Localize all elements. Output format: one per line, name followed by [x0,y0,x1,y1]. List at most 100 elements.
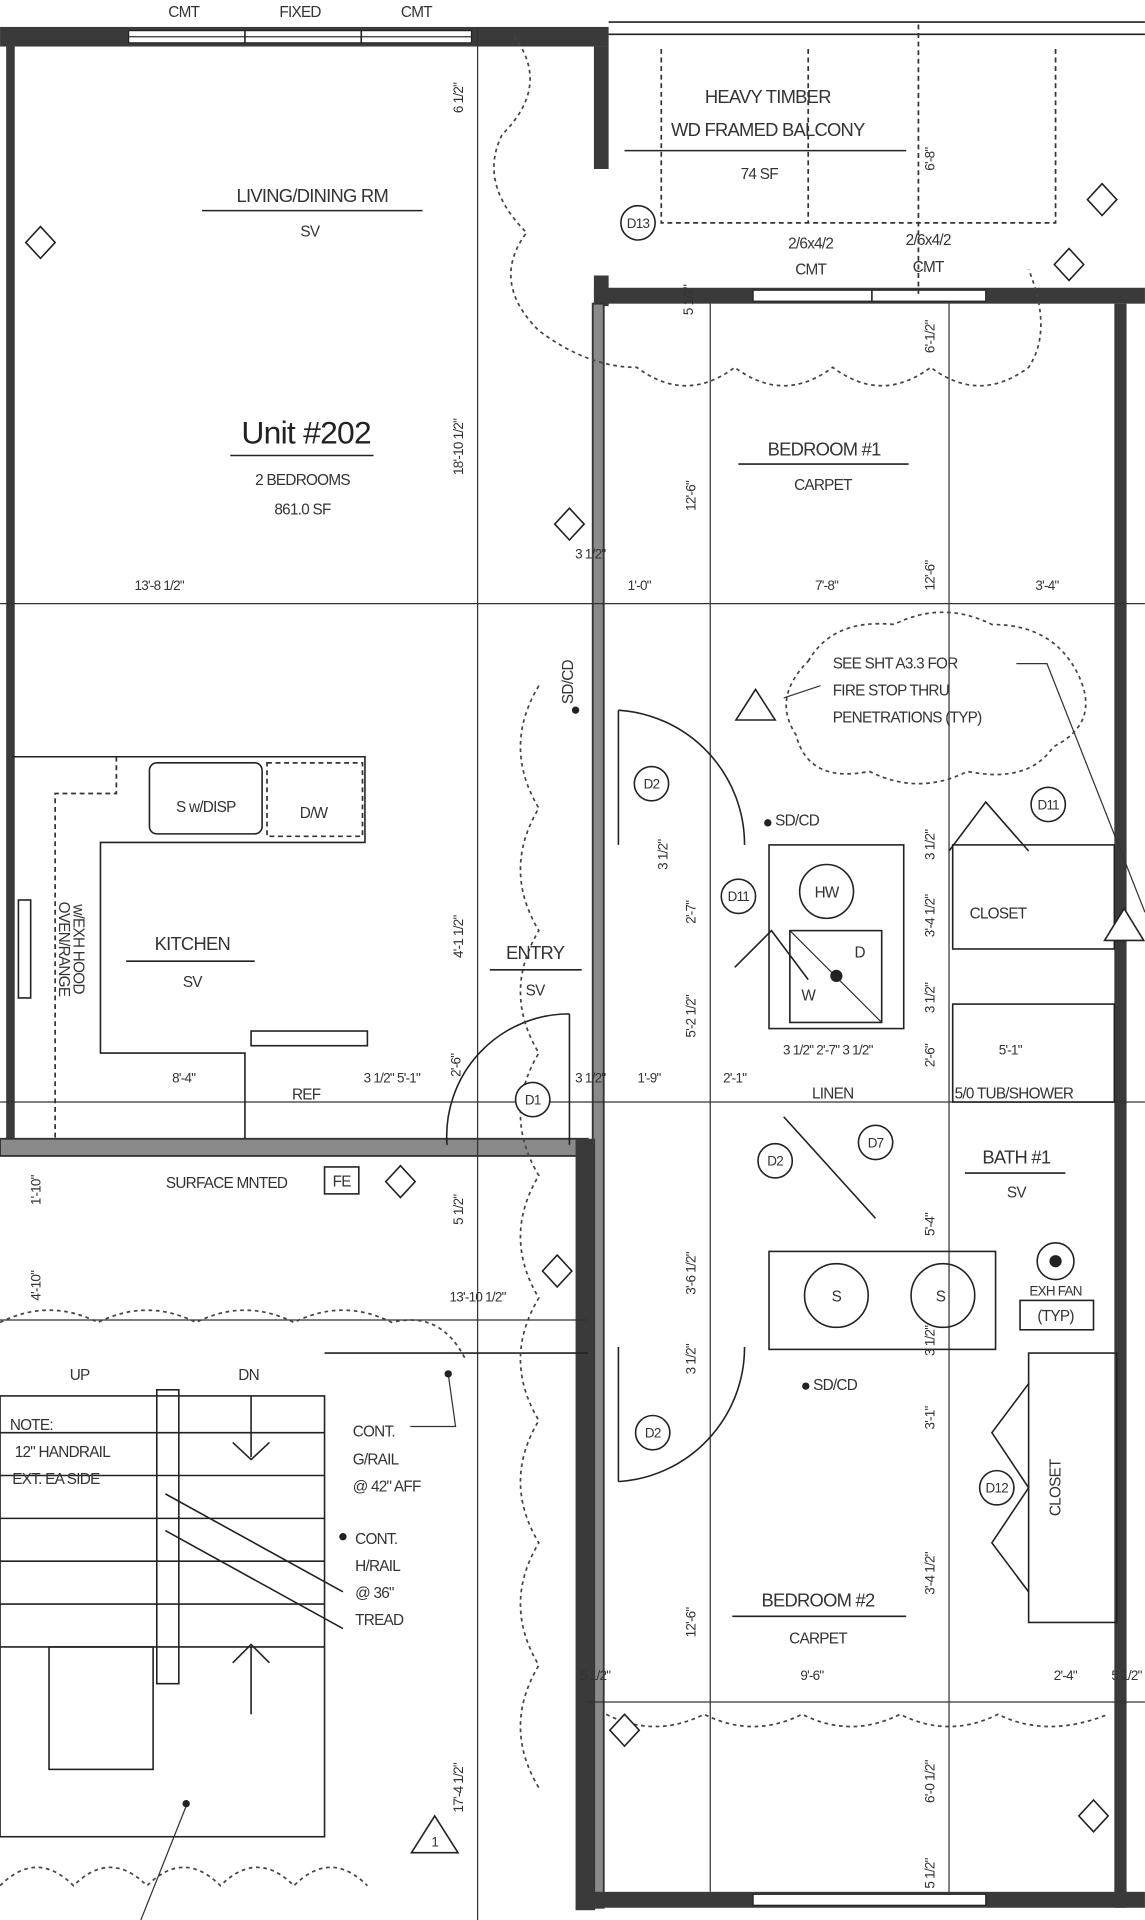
dim: 6'-1/2" [922,319,937,353]
dim: 3'-6 1/2" [684,1251,699,1295]
dim: 5'-2 1/2" [684,994,699,1038]
revision-clouds [0,36,1109,1887]
guardrail-note: @ 42" AFF [353,1478,421,1495]
hood-label: w/EXH HOOD [70,903,87,994]
dim: 2'-6" [448,1053,463,1077]
dim: 3 1/2" 2'-7" 3 1/2" [783,1042,874,1057]
dim: 9'-6" [800,1668,824,1683]
dim: 1'-0" [628,578,652,593]
door-tag: D13 [627,216,650,231]
dim: 3 1/2" [922,1325,937,1356]
guardrail-note: CONT. [353,1423,395,1440]
dim: 3 1/2" 5'-1" [364,1070,421,1085]
bath-utility [734,800,1118,1624]
exh-fan-typ: (TYP) [1037,1308,1074,1325]
revision-tag: 1 [431,1835,438,1850]
dim: 5'-4" [922,1212,937,1236]
dim: 3 1/2" [922,829,937,860]
dimension-lines [0,26,1145,1920]
handrail-note: CONT. [355,1531,397,1548]
dim: 3 1/2" [922,982,937,1013]
door-swings [445,709,746,1483]
smoke-detector-label: SD/CD [560,659,577,704]
dim: 7'-8" [815,578,839,593]
door-tag: D2 [767,1154,783,1169]
water-heater-label: HW [815,885,840,902]
closet2-label: CLOSET [1047,1459,1064,1516]
stair-note: EXT. EA SIDE [12,1471,100,1488]
bedroom1-finish: CARPET [794,477,852,494]
stair-note: NOTE: [10,1417,53,1434]
dim: 5 1/2" [1111,1668,1142,1683]
revision-triangle [410,1814,460,1854]
dim: 3'-1" [922,1405,937,1429]
dim: 4'-1 1/2" [451,914,466,958]
dim: 3'-4" [1035,578,1059,593]
living-room-name: LIVING/DINING RM [237,185,388,206]
door-tag: D12 [986,1481,1009,1496]
dim: 12'-6" [922,560,937,591]
bedroom1-name: BEDROOM #1 [768,439,882,460]
stair-up-label: UP [70,1367,90,1384]
dim: 6'-0 1/2" [922,1759,937,1803]
dim: 1'-9" [637,1070,661,1085]
unit-number: Unit #202 [241,414,371,450]
dim: 5'-1" [999,1042,1023,1057]
range-label: OVEN/RANGE [55,902,72,997]
sink-label: S w/DISP [176,799,236,816]
window-label: FIXED [279,4,321,21]
stairs [0,1352,588,1838]
smoke-detector-label: SD/CD [813,1377,858,1394]
dim: 18'-10 1/2" [451,418,466,475]
fire-extinguisher-label: FE [333,1174,352,1191]
dim: 5 1/2" [451,1194,466,1225]
firestop-note: SEE SHT A3.3 FOR [833,656,959,673]
dim: 12'-6" [684,480,699,511]
washer-label: W [801,987,816,1004]
stair-down-label: DN [238,1367,259,1384]
handrail-note: H/RAIL [355,1558,400,1575]
dim: 6'-8" [922,147,937,171]
unit-bedrooms: 2 BEDROOMS [255,472,350,489]
fixture-labels: S w/DISP D/W REF OVEN/RANGE w/EXH HOOD H… [55,799,1095,1331]
door-tag: D11 [728,889,750,904]
handrail-note: TREAD [355,1612,404,1629]
balcony-area: 74 SF [741,166,779,183]
guardrail-note: G/RAIL [353,1451,399,1468]
dim: 3 1/2" [575,1070,606,1085]
notes: SEE SHT A3.3 FOR FIRE STOP THRU PENETRAT… [10,656,1145,1920]
kitchen-finish: SV [183,974,203,991]
linen-label: LINEN [812,1085,853,1102]
balcony-name-2: WD FRAMED BALCONY [671,119,865,140]
window-labels: CMT FIXED CMT 2/6x4/2 CMT 2/6x4/2 CMT [168,4,951,278]
dim: 3 1/2" [575,546,606,561]
kitchen-cabinets [12,755,369,1139]
window-label: CMT [401,4,432,21]
dim: 4'-10" [28,1270,43,1301]
dim: 3'-4 1/2" [922,894,937,938]
stair-note: 12" HANDRAIL [15,1444,110,1461]
exh-fan-label: EXH FAN [1029,1284,1081,1299]
closet1-label: CLOSET [970,905,1027,922]
window-label: CMT [168,4,199,21]
dishwasher-label: D/W [300,805,329,822]
handrail-note: @ 36" [355,1585,394,1602]
dim: 3 1/2" [655,839,670,870]
lavatory-1-label: S [832,1289,842,1306]
window-label: CMT [795,261,826,278]
unit-area: 861.0 SF [274,501,331,518]
walls [0,21,1145,1911]
dim: 5 1/2" [580,1668,611,1683]
window-label: 2/6x4/2 [906,232,951,249]
dimension-text: 6 1/2" 18'-10 1/2" 13'-8 1/2" 3 1/2" 1'-… [28,82,1143,1889]
door-tag: D2 [644,777,660,792]
tub-label: 5/0 TUB/SHOWER [955,1085,1074,1102]
ref-label: REF [292,1087,321,1104]
balcony-name-1: HEAVY TIMBER [705,86,831,107]
entry-finish: SV [526,983,546,1000]
dim: 3 1/2" [684,1343,699,1374]
firestop-note: FIRE STOP THRU [833,683,949,700]
dim: 8'-4" [172,1070,196,1085]
dim: 5 1/2" [681,284,696,315]
